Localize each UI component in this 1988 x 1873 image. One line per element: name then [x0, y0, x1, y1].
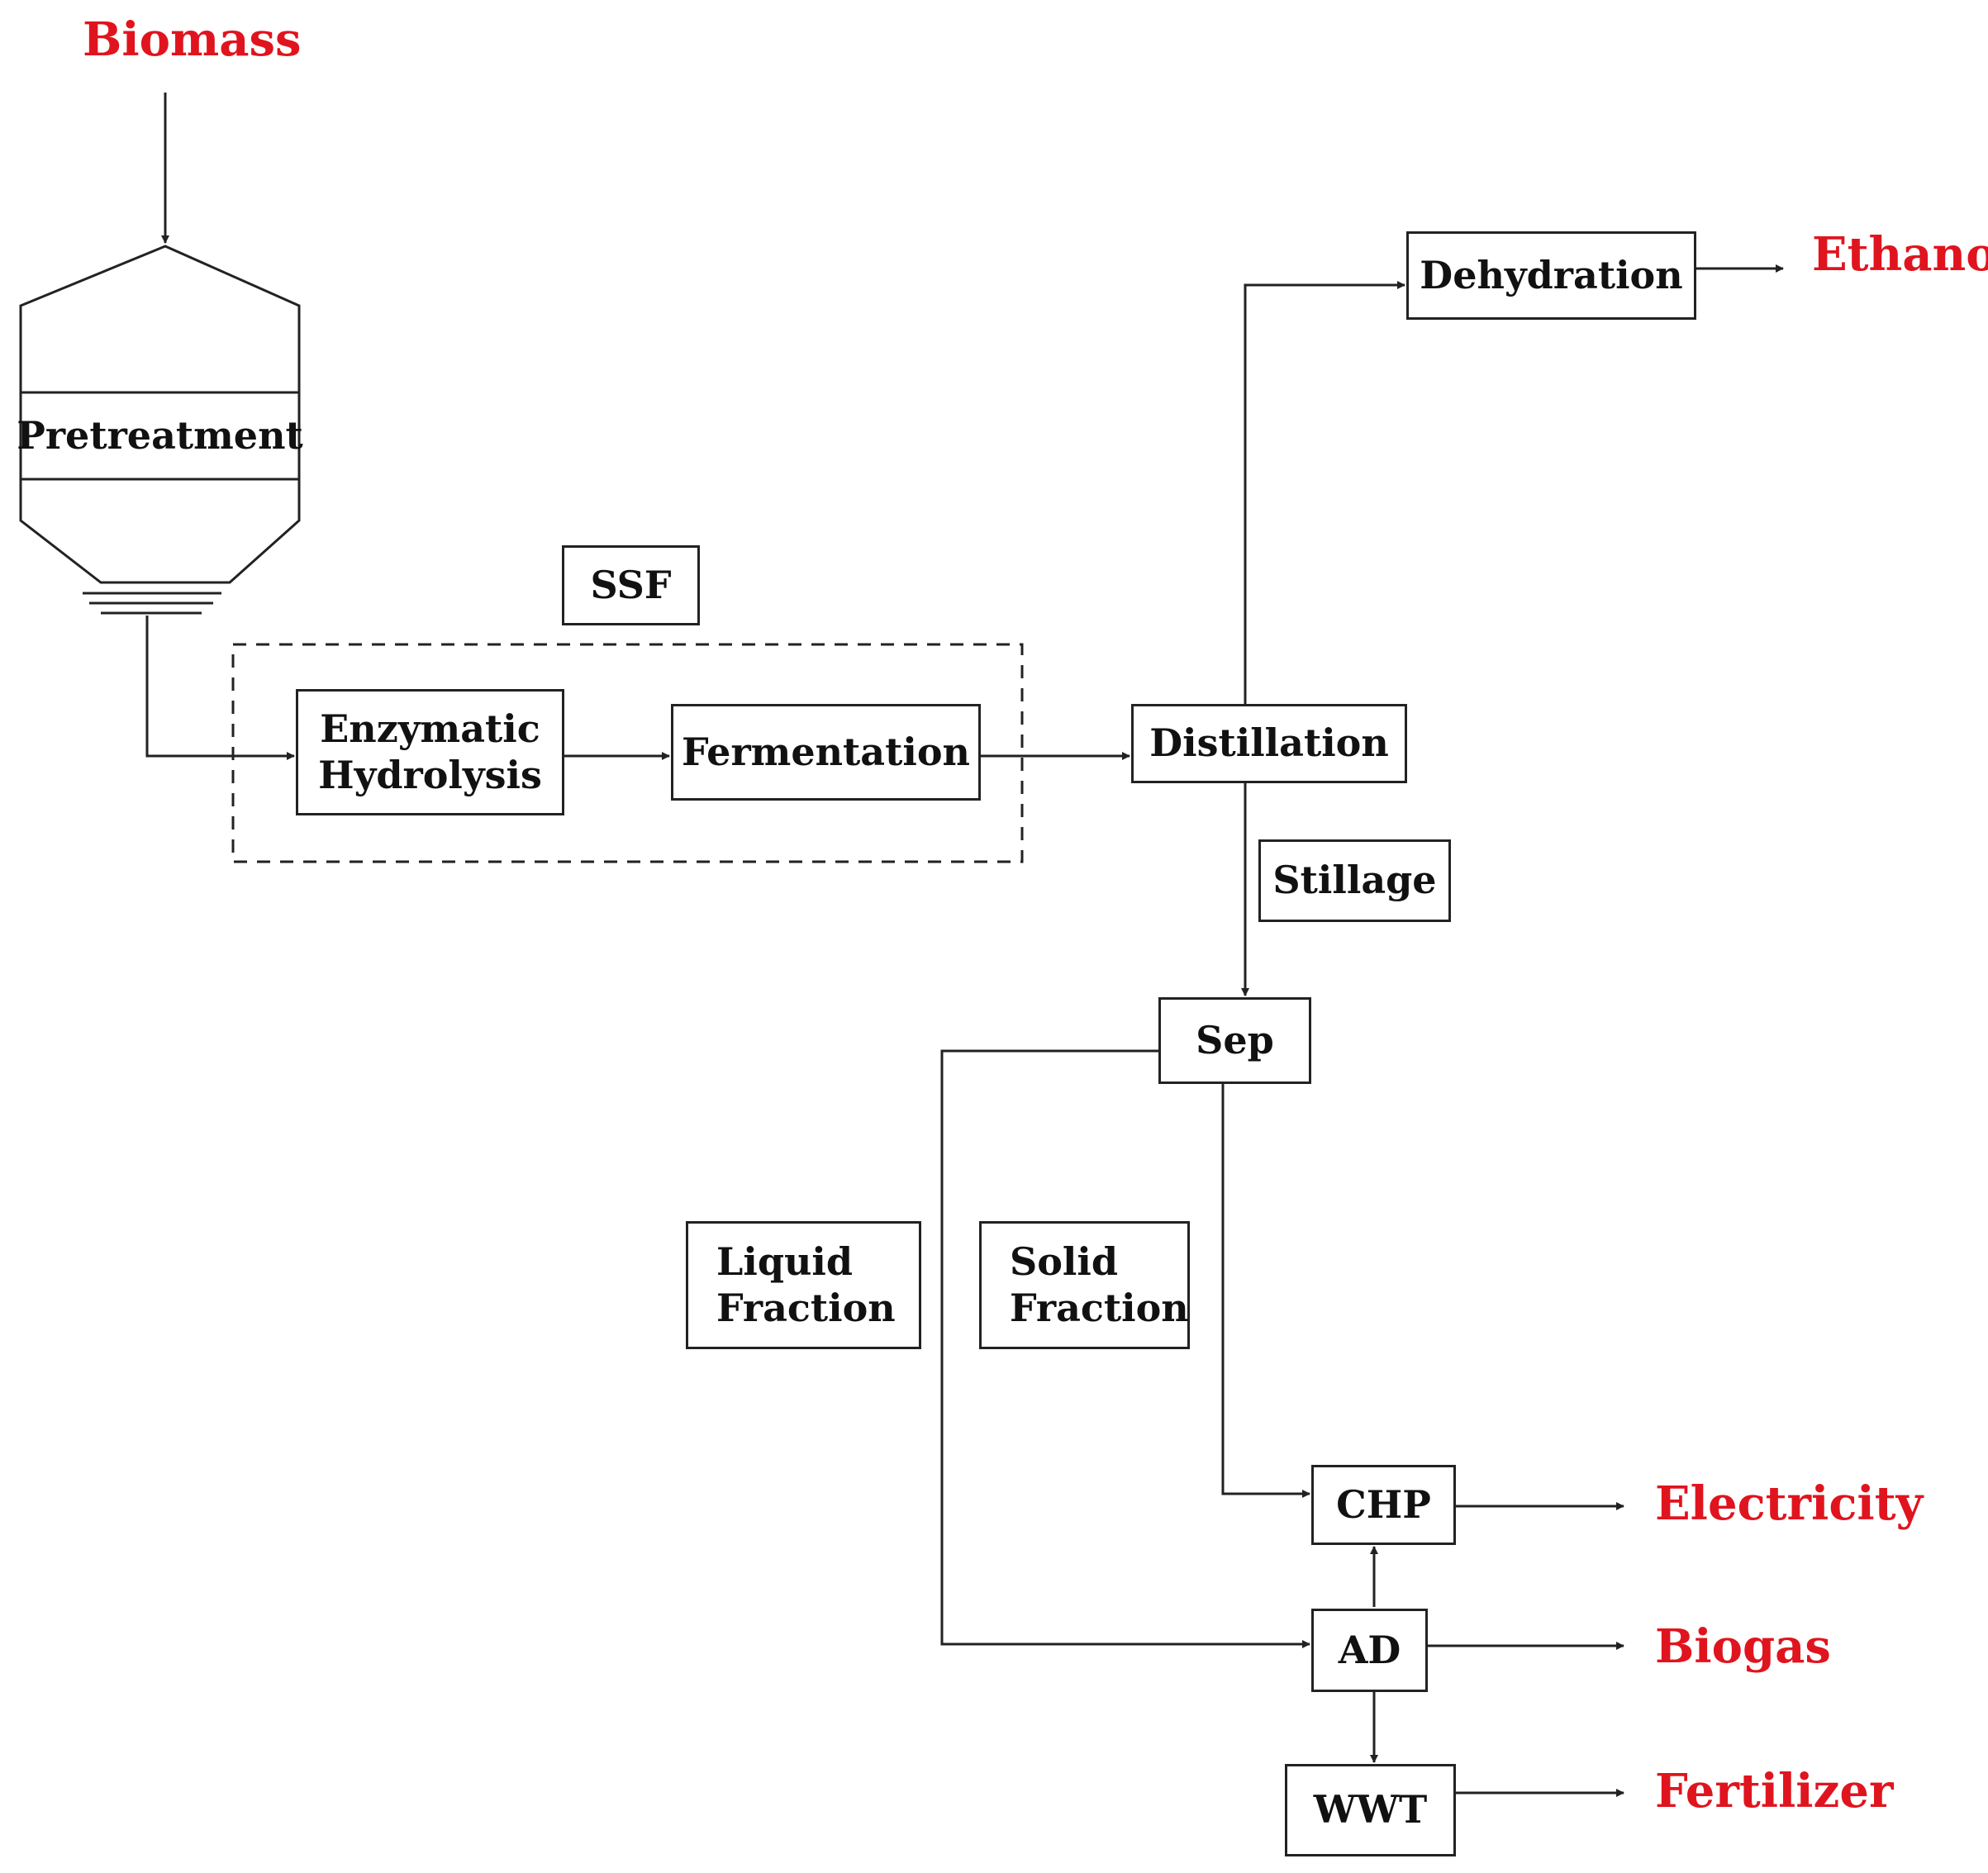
ethanol-output-label: Ethanol [1812, 227, 1988, 282]
ssf-boundary [231, 643, 1024, 863]
arrow-distillation-to-dehydration [1244, 281, 1405, 704]
ssf-text: SSF [590, 562, 672, 607]
biogas-output-label: Biogas [1655, 1619, 1831, 1674]
enzymatic-hydrolysis-line-1: Enzymatic [320, 706, 540, 752]
distillation-box: Distillation [1131, 704, 1407, 783]
arrow-sep-liquid-to-ad [940, 1049, 1310, 1648]
wwt-text: WWT [1313, 1787, 1428, 1833]
liquid-fraction-box: Liquid Fraction [686, 1221, 921, 1349]
solid-fraction-box: Solid Fraction [979, 1221, 1190, 1349]
ad-box: AD [1311, 1609, 1428, 1692]
distillation-text: Distillation [1149, 720, 1389, 766]
pretreatment-label: Pretreatment [17, 395, 303, 477]
liquid-fraction-line-1: Liquid [716, 1239, 854, 1285]
enzymatic-hydrolysis-line-2: Hydrolysis [318, 752, 542, 797]
ssf-box: SSF [562, 545, 700, 625]
pretreatment-reactor-vessel [19, 245, 301, 615]
fertilizer-output-label: Fertilizer [1655, 1764, 1894, 1818]
wwt-box: WWT [1285, 1764, 1456, 1856]
stillage-text: Stillage [1272, 858, 1437, 903]
solid-fraction-line-1: Solid [1010, 1239, 1119, 1285]
ad-text: AD [1338, 1627, 1401, 1672]
dehydration-box: Dehydration [1406, 231, 1696, 320]
enzymatic-hydrolysis-box: Enzymatic Hydrolysis [296, 689, 564, 815]
solid-fraction-line-2: Fraction [1010, 1285, 1189, 1330]
chp-box: CHP [1311, 1465, 1456, 1545]
sep-text: Sep [1196, 1017, 1274, 1062]
fermentation-box: Fermentation [671, 704, 981, 801]
chp-text: CHP [1336, 1481, 1431, 1527]
arrow-sep-solid-to-chp [1221, 1084, 1310, 1498]
arrow-reactor-to-hydrolysis [145, 616, 295, 760]
stillage-box: Stillage [1258, 839, 1451, 922]
fermentation-text: Fermentation [682, 729, 970, 774]
sep-box: Sep [1158, 997, 1311, 1084]
pretreatment-text: Pretreatment [17, 412, 303, 458]
liquid-fraction-line-2: Fraction [716, 1285, 896, 1330]
electricity-output-label: Electricity [1655, 1476, 1924, 1531]
dehydration-text: Dehydration [1420, 252, 1683, 297]
biomass-input-label: Biomass [83, 12, 302, 67]
